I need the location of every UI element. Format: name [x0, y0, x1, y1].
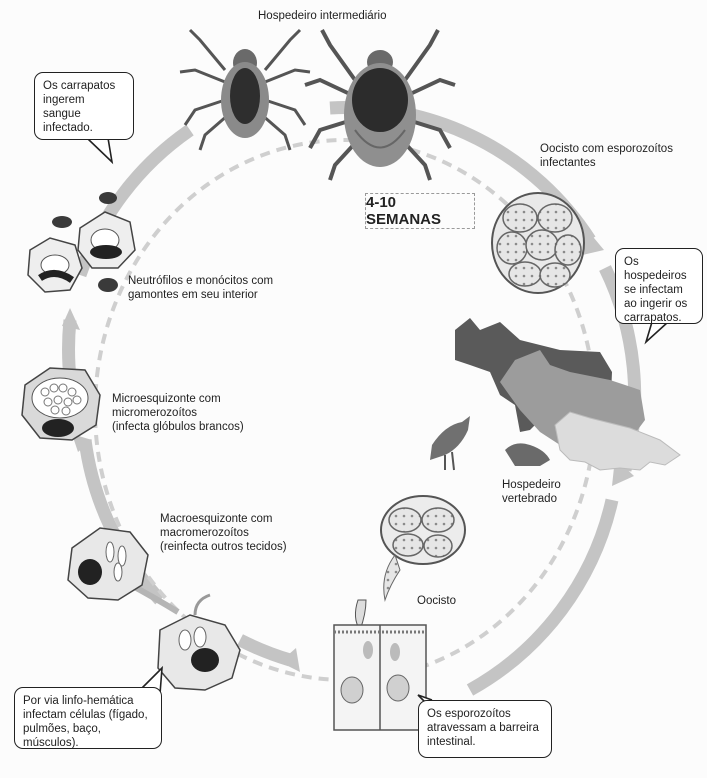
- label-neutrophils: Neutrófilos e monócitos com gamontes em …: [128, 274, 273, 302]
- vertebrate-hosts-icon: [430, 318, 680, 470]
- duration-label: 4-10 SEMANAS: [365, 193, 475, 229]
- intestinal-barrier-icon: [334, 625, 426, 730]
- callout-lympho-route: Por via linfo-hemática infectam células …: [14, 687, 162, 749]
- label-vertebrate-host: Hospedeiro vertebrado: [502, 478, 561, 506]
- label-macroschizont: Macroesquizonte com macromerozoítos (rei…: [160, 512, 287, 554]
- callout-hosts-infected: Os hospedeiros se infectam ao ingerir os…: [615, 248, 703, 324]
- intermediate-host-title: Hospedeiro intermediário: [258, 9, 386, 23]
- macroschizont-icon: [68, 528, 148, 600]
- label-oocyst: Oocisto: [417, 594, 456, 608]
- microschizont-icon: [22, 368, 100, 440]
- oocyst-sporozoites-icon: [492, 193, 584, 293]
- callout-ticks-ingest: Os carrapatos ingerem sangue infectado.: [34, 72, 134, 140]
- tick-left-icon: [180, 30, 310, 150]
- label-microschizont: Microesquizonte com micromerozoítos (inf…: [112, 392, 244, 434]
- oocyst-icon: [355, 496, 465, 630]
- label-oocyst-sporozoites: Oocisto com esporozoítos infectantes: [540, 142, 673, 170]
- callout-sporozoites-cross: Os esporozoítos atravessam a barreira in…: [418, 700, 552, 758]
